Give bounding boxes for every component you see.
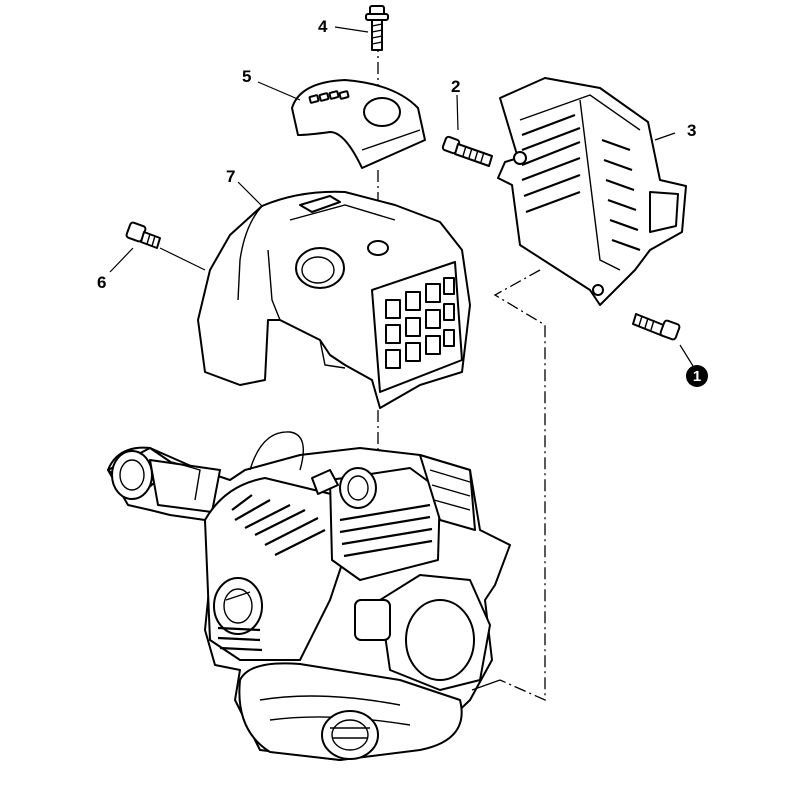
label-screw-top: 4 <box>318 17 328 36</box>
label-screw-bottom: 1 <box>693 368 701 385</box>
screw-part-2 <box>441 135 493 167</box>
label-muffler-cover: 3 <box>687 121 696 140</box>
cover-grille <box>385 277 455 369</box>
callout-circle <box>686 365 708 387</box>
muffler-cover-part-3 <box>497 77 687 306</box>
screw-part-4 <box>365 5 389 51</box>
leader-lines <box>109 26 694 691</box>
part-labels: 4 5 2 3 7 6 1 <box>97 17 708 387</box>
screw-part-6 <box>125 221 161 249</box>
side-vents <box>217 626 263 652</box>
upper-cover-part-5 <box>291 79 426 169</box>
main-cover-part-7 <box>197 190 471 409</box>
label-upper-cover: 5 <box>242 67 251 86</box>
label-screw-left: 2 <box>451 77 460 96</box>
engine-assembly <box>107 431 511 761</box>
label-screw-cover: 6 <box>97 273 106 292</box>
screw-part-1 <box>632 313 681 341</box>
label-main-cover: 7 <box>226 167 235 186</box>
